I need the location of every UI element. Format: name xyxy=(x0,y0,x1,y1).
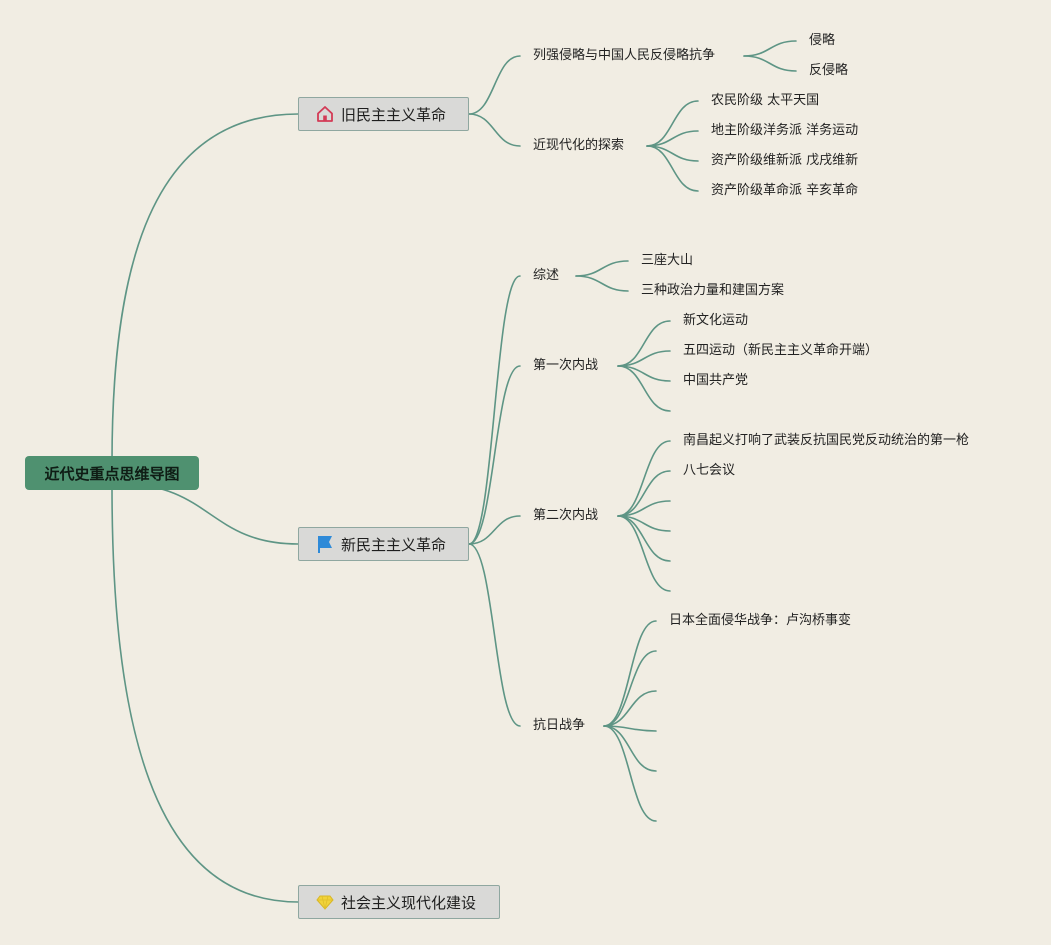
subtopic-first-civil-war[interactable]: 第一次内战 xyxy=(533,358,599,373)
subtopic-anti-japanese-war[interactable]: 抗日战争 xyxy=(533,718,586,733)
link-root-new xyxy=(121,483,299,545)
leaf-may-fourth[interactable]: 五四运动（新民主主义革命开端） xyxy=(683,343,879,358)
link-old-aggression xyxy=(468,55,521,115)
topic-old-democratic-revolution[interactable]: 旧民主主义革命 xyxy=(298,97,469,131)
subtopic-overview[interactable]: 综述 xyxy=(533,268,560,283)
link-first-war-leaf xyxy=(617,365,671,412)
leaf-anti-aggression[interactable]: 反侵略 xyxy=(809,63,849,78)
link-second-war-leaf xyxy=(617,470,671,517)
link-new-subtopic xyxy=(468,365,521,545)
topic-new-democratic-revolution[interactable]: 新民主主义革命 xyxy=(298,527,469,561)
leaf-ccp[interactable]: 中国共产党 xyxy=(683,373,749,388)
leaf-aggression[interactable]: 侵略 xyxy=(809,33,836,48)
link-anti-japan-leaf xyxy=(603,650,657,727)
link-exploration-leaf xyxy=(646,145,699,192)
house-icon xyxy=(315,104,335,124)
topic-socialist-modernization[interactable]: 社会主义现代化建设 xyxy=(298,885,500,919)
subtopic-foreign-aggression[interactable]: 列强侵略与中国人民反侵略抗争 xyxy=(533,48,716,63)
link-anti-japan-leaf xyxy=(603,620,657,727)
root-topic[interactable]: 近代史重点思维导图 xyxy=(25,456,199,490)
link-second-war-leaf xyxy=(617,440,671,517)
link-aggression-leaf xyxy=(743,55,797,72)
link-new-subtopic xyxy=(468,515,521,545)
topic-label: 旧民主主义革命 xyxy=(341,105,447,124)
link-overview-leaf xyxy=(575,275,629,292)
link-old-exploration xyxy=(468,113,521,147)
link-anti-japan-leaf xyxy=(603,725,657,822)
link-root-old xyxy=(111,113,299,463)
topic-label: 社会主义现代化建设 xyxy=(341,893,477,912)
topic-label: 新民主主义革命 xyxy=(341,535,447,554)
leaf-marco-polo-bridge[interactable]: 日本全面侵华战争：卢沟桥事变 xyxy=(669,613,852,628)
leaf-new-culture[interactable]: 新文化运动 xyxy=(683,313,749,328)
flag-icon xyxy=(315,534,335,554)
diamond-icon xyxy=(315,892,335,912)
leaf-xinhai[interactable]: 资产阶级革命派 辛亥革命 xyxy=(711,183,859,198)
link-first-war-leaf xyxy=(617,320,671,367)
leaf-august-seventh[interactable]: 八七会议 xyxy=(683,463,736,478)
leaf-westernization[interactable]: 地主阶级洋务派 洋务运动 xyxy=(711,123,859,138)
link-new-subtopic xyxy=(468,543,521,727)
leaf-three-forces[interactable]: 三种政治力量和建国方案 xyxy=(641,283,785,298)
leaf-three-mountains[interactable]: 三座大山 xyxy=(641,253,694,268)
link-second-war-leaf xyxy=(617,515,671,592)
link-aggression-leaf xyxy=(743,40,797,57)
leaf-reform[interactable]: 资产阶级维新派 戊戌维新 xyxy=(711,153,859,168)
link-anti-japan-leaf xyxy=(603,725,657,772)
leaf-taiping[interactable]: 农民阶级 太平天国 xyxy=(711,93,820,108)
subtopic-second-civil-war[interactable]: 第二次内战 xyxy=(533,508,599,523)
leaf-nanchang[interactable]: 南昌起义打响了武装反抗国民党反动统治的第一枪 xyxy=(683,433,970,448)
link-new-subtopic xyxy=(468,275,521,545)
link-exploration-leaf xyxy=(646,100,699,147)
link-anti-japan-leaf xyxy=(603,690,657,727)
link-overview-leaf xyxy=(575,260,629,277)
subtopic-modernization-exploration[interactable]: 近现代化的探索 xyxy=(533,138,625,153)
link-root-socialist xyxy=(111,485,299,903)
